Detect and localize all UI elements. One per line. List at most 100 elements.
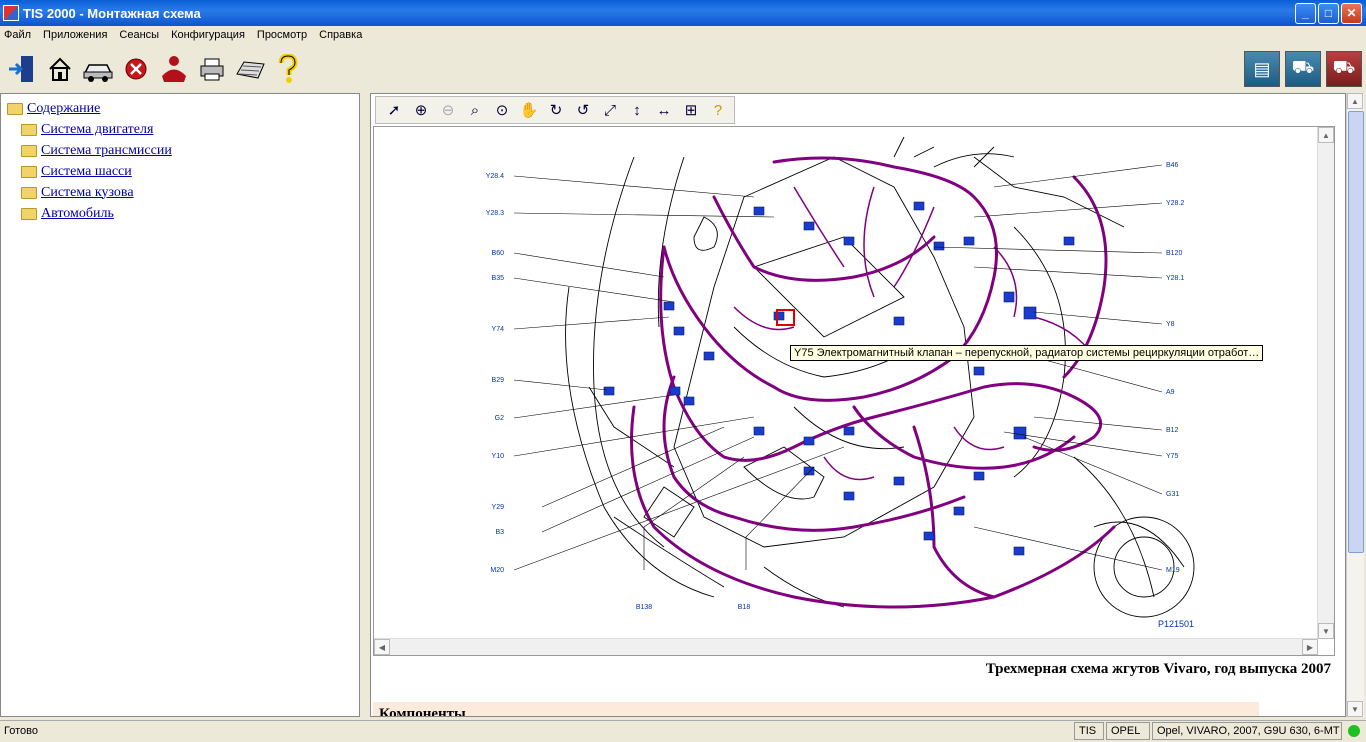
label-y8: Y8	[1166, 321, 1175, 328]
menu-view[interactable]: Просмотр	[256, 29, 308, 41]
minimize-button[interactable]: _	[1295, 2, 1316, 24]
help-icon[interactable]	[272, 53, 304, 85]
label-y74: Y74	[492, 326, 505, 333]
menu-bar: Файл Приложения Сеансы Конфигурация Прос…	[0, 26, 1366, 44]
tree-item-body[interactable]: Система кузова	[21, 182, 359, 203]
person-icon[interactable]	[158, 53, 190, 85]
diagram-viewer: Y28.4 Y28.3 B60 B35 Y74 B29 G2 Y10 Y29 B…	[373, 126, 1335, 656]
label-b12: B12	[1166, 427, 1179, 434]
label-b3: B3	[495, 529, 504, 536]
scroll-up-icon[interactable]: ▲	[1318, 127, 1334, 143]
left-labels: Y28.4 Y28.3 B60 B35 Y74 B29 G2 Y10 Y29 B…	[486, 173, 504, 574]
help-icon[interactable]: ?	[713, 101, 723, 119]
label-b46: B46	[1166, 162, 1179, 169]
figure-code: P121501	[1158, 619, 1194, 629]
label-m20: M20	[490, 567, 504, 574]
menu-help[interactable]: Справка	[319, 29, 363, 41]
rotate-cw-icon[interactable]: ↻	[549, 102, 563, 119]
connectors-icon[interactable]: ⊞	[684, 102, 698, 119]
zoom-in-icon[interactable]: ⊕	[414, 102, 428, 119]
tree-item-label[interactable]: Система шасси	[41, 163, 132, 179]
diagram-toolbar: ➚ ⊕ ⊖ ⌕ ⊙ ✋ ↻ ↺ ⤢ ↕ ↔ ⊞ ?	[375, 96, 735, 124]
tree-item-label[interactable]: Автомобиль	[41, 205, 114, 221]
scroll-left-icon[interactable]: ◀	[374, 639, 390, 655]
label-g2: G2	[495, 415, 504, 422]
keyboard-icon[interactable]	[234, 53, 266, 85]
window-title: TIS 2000 - Монтажная схема	[23, 5, 201, 21]
label-b138: B138	[636, 604, 652, 611]
wiring-diagram[interactable]: Y28.4 Y28.3 B60 B35 Y74 B29 G2 Y10 Y29 B…	[374, 127, 1318, 639]
contents-tree: Содержание Система двигателя Система тра…	[0, 93, 360, 717]
folder-icon	[21, 165, 37, 178]
folder-open-icon	[7, 102, 23, 115]
right-labels: B46 Y28.2 B120 Y28.1 Y8 A9 B12 Y75 G31 M…	[1166, 162, 1184, 574]
exit-icon[interactable]	[6, 53, 38, 85]
fit-width-icon[interactable]: ↔	[656, 101, 672, 119]
car-info-icon[interactable]: ⛟	[1326, 51, 1362, 87]
menu-file[interactable]: Файл	[4, 29, 32, 41]
stop-icon[interactable]	[120, 53, 152, 85]
vehicle-data-icon[interactable]: ▤	[1244, 51, 1280, 87]
folder-icon	[21, 123, 37, 136]
zoom-area-icon[interactable]: ⊙	[495, 102, 509, 119]
label-b35: B35	[492, 275, 505, 282]
label-b29: B29	[492, 377, 505, 384]
scroll-down-icon[interactable]: ▼	[1347, 701, 1363, 717]
status-bar: Готово TIS OPEL Opel, VIVARO, 2007, G9U …	[0, 720, 1366, 740]
zoom-out-icon[interactable]: ⊖	[441, 102, 455, 119]
tree-item-engine[interactable]: Система двигателя	[21, 119, 359, 140]
print-icon[interactable]	[196, 53, 228, 85]
tree-root[interactable]: Содержание	[7, 98, 359, 119]
pane-splitter[interactable]	[360, 93, 370, 717]
maximize-button[interactable]: □	[1318, 2, 1339, 24]
label-y28-2: Y28.2	[1166, 200, 1184, 207]
diagram-horizontal-scrollbar[interactable]: ◀ ▶	[374, 638, 1318, 655]
label-m19: M19	[1166, 567, 1180, 574]
menu-sessions[interactable]: Сеансы	[119, 29, 160, 41]
diagnostics-icon[interactable]: ⛟	[1285, 51, 1321, 87]
label-g31: G31	[1166, 491, 1179, 498]
label-b120: B120	[1166, 250, 1182, 257]
tree-item-transmission[interactable]: Система трансмиссии	[21, 140, 359, 161]
status-brand: OPEL	[1106, 721, 1150, 740]
label-b18: B18	[738, 604, 751, 611]
scroll-up-icon[interactable]: ▲	[1347, 93, 1363, 109]
scroll-thumb[interactable]	[1348, 111, 1364, 553]
app-icon	[3, 5, 19, 21]
label-y28-4: Y28.4	[486, 173, 504, 180]
label-y28-3: Y28.3	[486, 210, 504, 217]
label-y10: Y10	[492, 453, 505, 460]
fit-height-icon[interactable]: ↕	[633, 101, 641, 119]
components-heading: Компоненты	[373, 702, 1259, 716]
tree-root-label[interactable]: Содержание	[27, 100, 101, 116]
status-app: TIS	[1074, 721, 1104, 740]
title-bar: TIS 2000 - Монтажная схема _ □ ✕	[0, 0, 1366, 26]
fit-all-icon[interactable]: ⤢	[603, 101, 616, 119]
label-y28-1: Y28.1	[1166, 275, 1184, 282]
zoom-icon[interactable]: ⌕	[470, 101, 480, 119]
tree-item-label[interactable]: Система кузова	[41, 184, 134, 200]
label-y75: Y75	[1166, 453, 1179, 460]
menu-configuration[interactable]: Конфигурация	[171, 29, 245, 41]
vehicle-icon[interactable]	[82, 53, 114, 85]
rotate-ccw-icon[interactable]: ↺	[576, 102, 590, 119]
tree-item-label[interactable]: Система трансмиссии	[41, 142, 172, 158]
scroll-down-icon[interactable]: ▼	[1318, 623, 1334, 639]
label-a9: A9	[1166, 389, 1175, 396]
status-text: Готово	[4, 724, 38, 737]
tree-item-vehicle[interactable]: Автомобиль	[21, 203, 359, 224]
tree-item-chassis[interactable]: Система шасси	[21, 161, 359, 182]
highlighted-connector	[776, 309, 795, 326]
tree-item-label[interactable]: Система двигателя	[41, 121, 154, 137]
pointer-icon[interactable]: ➚	[387, 102, 401, 119]
home-icon[interactable]	[44, 53, 76, 85]
close-button[interactable]: ✕	[1341, 2, 1362, 24]
status-vehicle: Opel, VIVARO, 2007, G9U 630, 6-MT	[1152, 721, 1342, 740]
diagram-vertical-scrollbar[interactable]: ▲ ▼	[1317, 127, 1334, 639]
scroll-right-icon[interactable]: ▶	[1302, 639, 1318, 655]
connector-tooltip: Y75 Электромагнитный клапан – перепускно…	[790, 345, 1264, 361]
pan-icon[interactable]: ✋	[519, 102, 539, 119]
page-vertical-scrollbar[interactable]: ▲ ▼	[1346, 93, 1364, 717]
label-y29: Y29	[492, 504, 505, 511]
menu-applications[interactable]: Приложения	[43, 29, 108, 41]
